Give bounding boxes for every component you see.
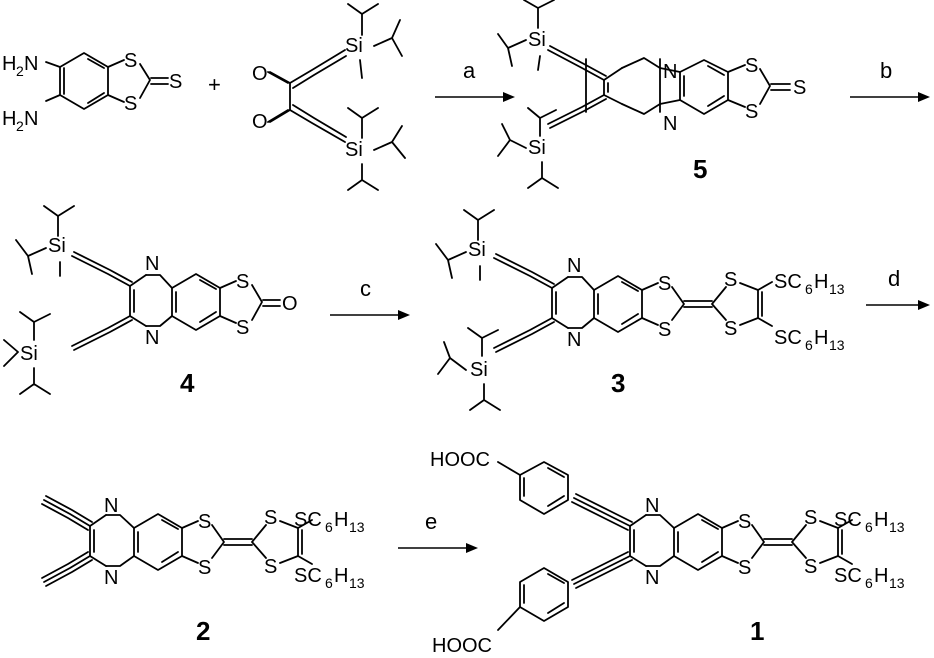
sulfur-atom: S <box>198 511 211 533</box>
compound-1-structure: N N S S S S HOOC HOOC <box>430 449 905 657</box>
compound-label-2: 2 <box>196 616 210 646</box>
silicon-atom: Si <box>48 235 66 257</box>
sulfur-atom: S <box>738 557 751 579</box>
oxygen-atom: O <box>282 293 298 315</box>
hexylthio-group <box>294 565 365 591</box>
sulfur-atom: S <box>124 93 137 115</box>
sulfur-atom: S <box>738 511 751 533</box>
compound-2-structure: N N S S S S <box>41 495 365 591</box>
silicon-atom: Si <box>470 359 488 381</box>
silicon-atom: Si <box>345 139 363 161</box>
hexylthio-group <box>774 271 845 297</box>
compound-label-5: 5 <box>693 154 707 184</box>
carboxylic-acid-group: HOOC <box>430 449 490 471</box>
hexylthio-group <box>294 509 365 535</box>
sulfur-atom: S <box>745 55 758 77</box>
amine-h: H <box>2 53 16 75</box>
compound-4-structure: N N S S O Si Si <box>3 205 298 395</box>
compound-label-1: 1 <box>750 616 764 646</box>
silicon-atom: Si <box>20 343 38 365</box>
nitrogen-atom: N <box>567 255 581 277</box>
sulfur-atom: S <box>658 319 671 341</box>
reagent-label-e: e <box>425 509 437 534</box>
silicon-atom: Si <box>468 239 486 261</box>
nitrogen-atom: N <box>145 327 159 349</box>
nitrogen-atom: N <box>645 567 659 589</box>
compound-5-structure: N N S S S Si Si <box>497 0 806 189</box>
nitrogen-atom: N <box>663 61 677 83</box>
carboxylic-acid-group: HOOC <box>432 635 492 657</box>
sulfur-atom: S <box>169 71 182 93</box>
silicon-atom: Si <box>345 35 363 57</box>
svg-text:2: 2 <box>16 63 24 79</box>
reagent-label-a: a <box>463 58 476 83</box>
reagent-label-b: b <box>880 58 892 83</box>
hexylthio-group <box>774 327 845 353</box>
amine-n: N <box>24 108 38 130</box>
silicon-atom: Si <box>528 137 546 159</box>
sulfur-atom: S <box>236 317 249 339</box>
sulfur-atom: S <box>745 101 758 123</box>
compound-label-3: 3 <box>611 368 625 398</box>
amine-n: N <box>24 53 38 75</box>
sulfur-atom: S <box>804 507 817 529</box>
sulfur-atom: S <box>236 271 249 293</box>
hexylthio-group <box>834 565 905 591</box>
reagent-label-d: d <box>888 266 900 291</box>
nitrogen-atom: N <box>145 253 159 275</box>
nitrogen-atom: N <box>567 329 581 351</box>
plus-sign: + <box>208 72 221 97</box>
sulfur-atom: S <box>124 50 137 72</box>
nitrogen-atom: N <box>104 495 118 517</box>
nitrogen-atom: N <box>663 113 677 135</box>
sulfur-atom: S <box>198 557 211 579</box>
sulfur-atom: S <box>264 507 277 529</box>
sulfur-atom: S <box>724 269 737 291</box>
hexylthio-group <box>834 509 905 535</box>
oxygen-atom: O <box>252 63 268 85</box>
compound-3-structure: N N S S S S Si Si <box>435 209 845 411</box>
diamine-benzodithiolethione: S S S H 2 N H 2 N <box>2 50 182 134</box>
amine-h: H <box>2 108 16 130</box>
svg-text:2: 2 <box>16 118 24 134</box>
nitrogen-atom: N <box>104 567 118 589</box>
reagent-label-c: c <box>360 276 371 301</box>
sulfur-atom: S <box>793 77 806 99</box>
sulfur-atom: S <box>804 556 817 578</box>
sulfur-atom: S <box>264 556 277 578</box>
oxygen-atom: O <box>252 111 268 133</box>
compound-label-4: 4 <box>180 368 195 398</box>
sulfur-atom: S <box>658 273 671 295</box>
silicon-atom: Si <box>528 29 546 51</box>
nitrogen-atom: N <box>645 495 659 517</box>
bis-tips-diketone: O O Si Si <box>252 3 406 191</box>
sulfur-atom: S <box>724 318 737 340</box>
